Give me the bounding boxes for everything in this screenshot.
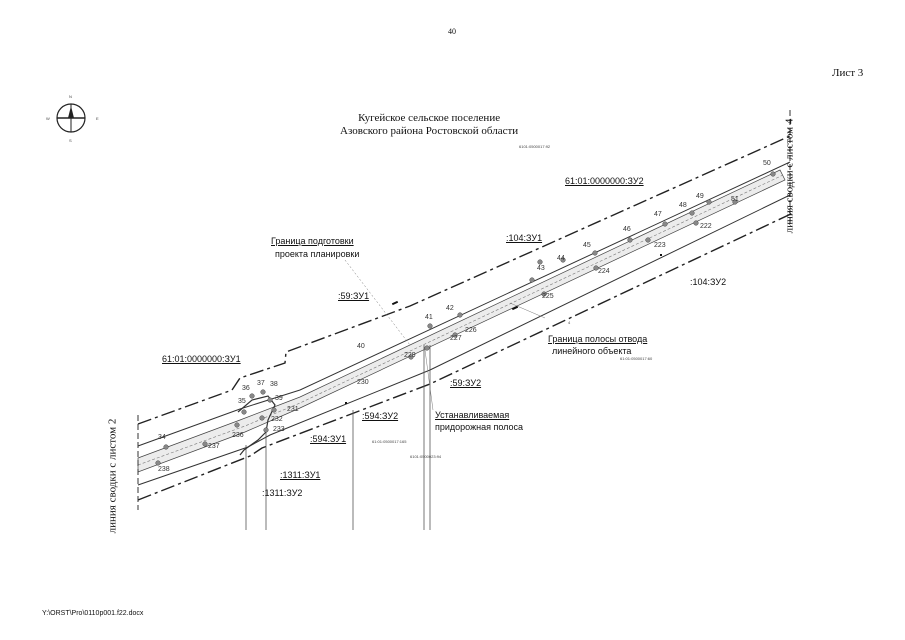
point-number: 227 — [450, 335, 462, 342]
point-number: 231 — [287, 406, 299, 413]
join-label-right: линия сводки с листом 4 — [783, 118, 796, 234]
region-title: Кугейское сельское поселение Азовского р… — [340, 112, 518, 138]
row-boundary-lower — [137, 194, 791, 486]
boundary-marker — [660, 254, 662, 256]
cadastral-number: 61:01:0500017:165 — [372, 439, 407, 444]
point-number: 50 — [763, 160, 771, 167]
planning-boundary-label: Граница подготовки — [271, 236, 354, 246]
point-number: 238 — [158, 466, 170, 473]
planning-boundary-upper — [137, 135, 791, 425]
point-number: 233 — [273, 426, 285, 433]
point-number: 222 — [700, 223, 712, 230]
point-number: 223 — [654, 242, 666, 249]
point-number: 51 — [731, 196, 739, 203]
point-number: 43 — [537, 265, 545, 272]
point-number: 236 — [232, 432, 244, 439]
point-number: 42 — [446, 305, 454, 312]
compass-south-label: S — [69, 138, 72, 143]
point-number: 237 — [208, 443, 220, 450]
point-number: 40 — [357, 343, 365, 350]
roadside-label-2: придорожная полоса — [435, 422, 523, 432]
point-number: 34 — [158, 434, 166, 441]
parcel-label: 61:01:0000000:ЗУ2 — [565, 176, 644, 186]
road-centerline — [137, 174, 784, 466]
point-number: 35 — [238, 398, 246, 405]
region-title-line2: Азовского района Ростовской области — [340, 125, 519, 137]
point-number: 38 — [270, 381, 278, 388]
point-number: 225 — [542, 293, 554, 300]
parcel-label: :59:ЗУ1 — [338, 291, 370, 301]
point-number: 39 — [275, 395, 283, 402]
point-number: 229 — [404, 352, 416, 359]
row-boundary-label: Граница полосы отвода — [548, 334, 648, 344]
page-number: 40 — [448, 27, 456, 36]
point-number: 46 — [623, 226, 631, 233]
boundary-marker — [345, 402, 347, 404]
compass-east-label: E — [96, 116, 99, 121]
compass-north-label: N — [69, 94, 72, 99]
point-number: 49 — [696, 193, 704, 200]
point-number: 36 — [242, 385, 250, 392]
point-number: 47 — [654, 211, 662, 218]
compass-west-label: W — [46, 116, 50, 121]
join-label-left: линия сводки с листом 2 — [106, 418, 119, 534]
parcel-label: :59:ЗУ2 — [450, 378, 482, 388]
cadastral-number: 4 — [568, 320, 571, 325]
point-number: 41 — [425, 314, 433, 321]
parcel-label: :1311:ЗУ2 — [262, 488, 303, 498]
boundary-marker — [511, 305, 519, 311]
parcel-label: :104:ЗУ1 — [506, 233, 543, 243]
parcel-label: :104:ЗУ2 — [690, 277, 727, 287]
point-number: 226 — [465, 327, 477, 334]
planning-boundary-lower — [137, 211, 796, 501]
leader-line — [344, 259, 411, 346]
parcel-label: :594:ЗУ2 — [362, 411, 399, 421]
parcel-label: :1311:ЗУ1 — [280, 470, 321, 480]
footer-file-path: Y:\ORST\Pro\0110p001.f22.docx — [42, 610, 144, 617]
junction-outline — [237, 395, 276, 456]
row-boundary-label-2: линейного объекта — [552, 346, 632, 356]
point-number: 232 — [271, 416, 283, 423]
cadastral-number: 61:01:0500017:60 — [620, 356, 653, 361]
parcel-label: 61:01:0000000:ЗУ1 — [162, 354, 241, 364]
cadastral-number: 6101:0500023:94 — [410, 454, 442, 459]
parcel-label: :594:ЗУ1 — [310, 434, 347, 444]
compass-rose — [56, 103, 86, 133]
point-number: 224 — [598, 268, 610, 275]
point-number: 45 — [583, 242, 591, 249]
survey-points — [155, 171, 776, 466]
road-band — [137, 169, 786, 473]
point-number: 44 — [557, 255, 565, 262]
cadastral-number: 6101:0500017:92 — [519, 144, 551, 149]
region-title-line1: Кугейское сельское поселение — [358, 112, 501, 124]
leader-line — [509, 302, 546, 319]
boundary-marker — [391, 300, 399, 306]
leader-line — [424, 349, 434, 411]
point-number: 48 — [679, 202, 687, 209]
point-number: 230 — [357, 379, 369, 386]
sheet-label: Лист 3 — [832, 67, 864, 79]
roadside-label: Устанавливаемая — [435, 410, 510, 420]
row-boundary-upper — [137, 161, 791, 447]
point-number: 37 — [257, 380, 265, 387]
planning-boundary-label-2: проекта планировки — [275, 249, 360, 259]
